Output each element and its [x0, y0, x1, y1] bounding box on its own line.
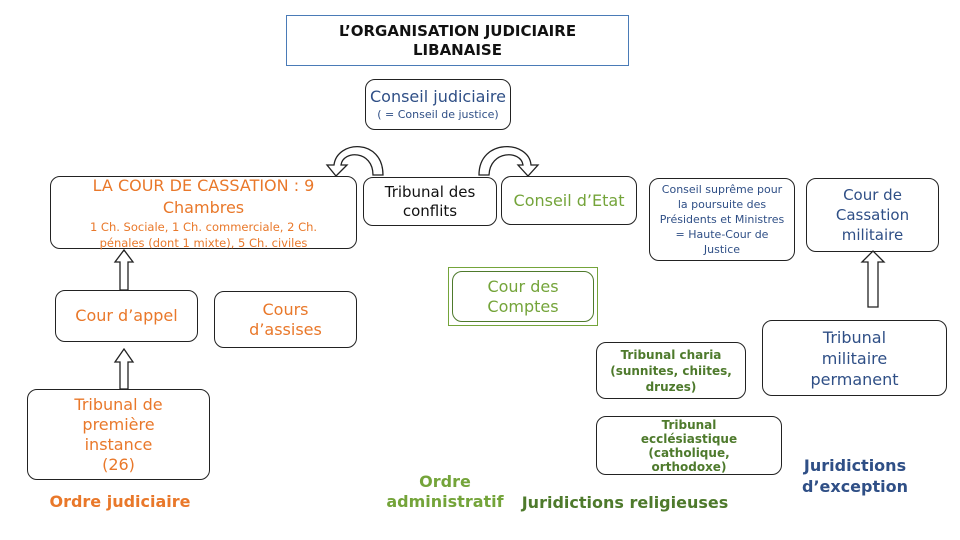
category-ordre-judiciaire: Ordre judiciaire	[30, 492, 210, 511]
tribunal-premiere-instance-line-2: première	[82, 414, 155, 434]
arrow-militaire-to-cassation-militaire	[860, 250, 886, 308]
conseil-supreme-line-4: = Haute-Cour de	[675, 228, 769, 241]
cour-cassation-name: LA COUR DE CASSATION : 9 Chambres	[92, 175, 315, 217]
category-ordre-judiciaire-text: Ordre judiciaire	[49, 492, 191, 511]
tribunal-conflits-box: Tribunal des conflits	[363, 177, 497, 226]
category-ordre-administratif-line-1: Ordre	[419, 472, 471, 491]
cour-cassation-detail-2: pénales (dont 1 mixte), 5 Ch. civiles	[99, 235, 308, 250]
cours-assises-box: Cours d’assises	[214, 291, 357, 348]
category-juridictions-religieuses-text: Juridictions religieuses	[521, 493, 729, 512]
cours-assises-line-2: d’assises	[249, 319, 322, 339]
conseil-supreme-line-5: Justice	[703, 243, 741, 256]
cour-cassation-militaire-line-1: Cour de	[843, 186, 902, 204]
cour-comptes-line-2: Comptes	[487, 296, 559, 316]
tribunal-militaire-line-2: militaire	[821, 348, 888, 368]
title-line-1: L’ORGANISATION JUDICIAIRE	[338, 21, 577, 40]
conseil-supreme-line-2: la poursuite des	[677, 198, 767, 211]
tribunal-premiere-instance-box: Tribunal de première instance (26)	[27, 389, 210, 480]
tribunal-conflits-line-2: conflits	[402, 201, 458, 220]
cour-appel-name: Cour d’appel	[75, 306, 178, 325]
tribunal-premiere-instance-line-1: Tribunal de	[74, 394, 163, 414]
category-juridictions-exception-line-1: Juridictions	[803, 456, 907, 475]
tribunal-charia-line-3: druzes)	[645, 379, 697, 394]
arrow-instance-to-appel	[113, 347, 135, 390]
tribunal-ecclesiastique-line-2: ecclésiastique	[640, 431, 738, 446]
tribunal-ecclesiastique-line-3: (catholique,	[648, 445, 730, 460]
cour-cassation-militaire-line-2: Cassation	[835, 206, 910, 224]
tribunal-charia-line-1: Tribunal charia	[620, 347, 722, 362]
tribunal-ecclesiastique-line-1: Tribunal	[661, 417, 717, 432]
arrow-appel-to-cassation	[113, 248, 135, 291]
category-ordre-administratif-line-2: administratif	[386, 492, 504, 511]
cour-comptes-inner	[452, 271, 594, 322]
conseil-supreme-line-3: Présidents et Ministres	[659, 213, 785, 226]
title-box: L’ORGANISATION JUDICIAIRE LIBANAISE	[286, 15, 629, 66]
cour-cassation-militaire-box: Cour de Cassation militaire	[806, 178, 939, 252]
cour-appel-box: Cour d’appel	[55, 290, 198, 342]
tribunal-militaire-line-3: permanent	[810, 369, 899, 389]
conseil-etat-name: Conseil d’Etat	[513, 190, 625, 210]
tribunal-premiere-instance-line-4: (26)	[102, 454, 135, 474]
tribunal-militaire-box: Tribunal militaire permanent	[762, 320, 947, 396]
curved-arrow-conflits-to-cassation	[325, 146, 384, 177]
cour-comptes-line-1: Cour des	[487, 276, 559, 296]
tribunal-charia-line-2: (sunnites, chiites,	[610, 363, 732, 378]
category-ordre-administratif: Ordre administratif	[380, 472, 510, 512]
category-juridictions-exception: Juridictions d’exception	[790, 455, 920, 497]
category-juridictions-religieuses: Juridictions religieuses	[520, 493, 730, 512]
tribunal-charia-box: Tribunal charia (sunnites, chiites, druz…	[596, 342, 746, 399]
conseil-etat-box: Conseil d’Etat	[501, 176, 637, 225]
cour-cassation-detail-1: 1 Ch. Sociale, 1 Ch. commerciale, 2 Ch.	[89, 219, 318, 234]
cour-cassation-militaire-line-3: militaire	[841, 226, 904, 244]
conseil-judiciaire-name: Conseil judiciaire	[369, 87, 506, 106]
cour-comptes-box: Cour des Comptes	[448, 267, 598, 326]
curved-arrow-conflits-to-etat	[478, 146, 540, 177]
tribunal-militaire-line-1: Tribunal	[822, 327, 887, 347]
tribunal-conflits-line-1: Tribunal des	[384, 182, 476, 201]
category-juridictions-exception-line-2: d’exception	[801, 477, 908, 496]
conseil-judiciaire-box: Conseil judiciaire ( = Conseil de justic…	[365, 79, 511, 130]
tribunal-premiere-instance-line-3: instance	[84, 434, 153, 454]
conseil-supreme-line-1: Conseil suprême pour	[661, 183, 783, 196]
conseil-judiciaire-note: ( = Conseil de justice)	[377, 108, 499, 121]
cour-cassation-box: LA COUR DE CASSATION : 9 Chambres 1 Ch. …	[50, 175, 357, 250]
cours-assises-line-1: Cours	[262, 299, 309, 319]
title-line-2: LIBANAISE	[413, 40, 502, 59]
conseil-supreme-box: Conseil suprême pour la poursuite des Pr…	[649, 178, 795, 261]
tribunal-ecclesiastique-line-4: orthodoxe)	[651, 459, 727, 474]
tribunal-ecclesiastique-box: Tribunal ecclésiastique (catholique, ort…	[596, 416, 782, 475]
